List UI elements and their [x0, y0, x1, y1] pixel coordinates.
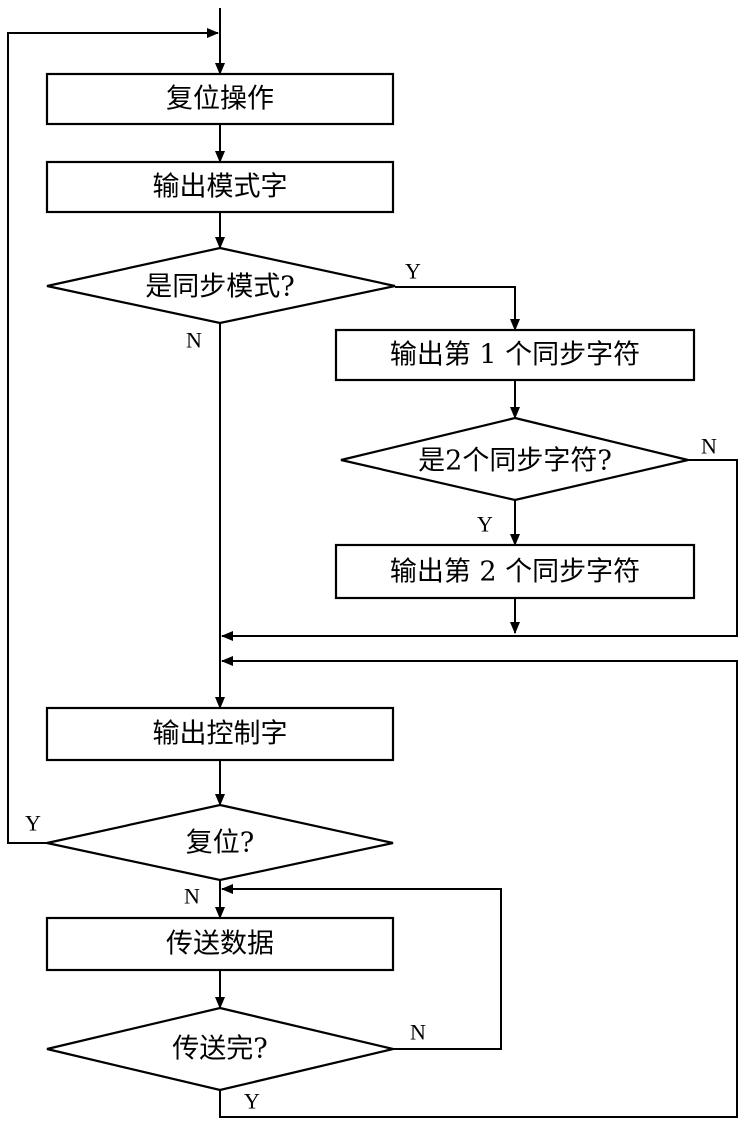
node-output-sync-char-2: 输出第 2 个同步字符: [334, 543, 696, 600]
output-control-word-label: 输出控制字: [153, 719, 288, 750]
label-done-yes: Y: [244, 1089, 260, 1114]
label-two-chars-no: N: [701, 434, 717, 459]
output-sync-char-2-label: 输出第 2 个同步字符: [390, 557, 640, 588]
label-done-no: N: [410, 1020, 426, 1045]
branch-labels: Y N N Y Y N N Y: [25, 259, 717, 1114]
reset-op-label: 复位操作: [166, 84, 274, 115]
is-reset-label: 复位?: [186, 828, 254, 859]
label-sync-no: N: [186, 328, 202, 353]
label-reset-yes: Y: [25, 811, 41, 836]
output-sync-char-1-label: 输出第 1 个同步字符: [390, 340, 640, 371]
is-sync-mode-label: 是同步模式?: [145, 272, 294, 303]
edge-done-yes-loop: [219, 656, 738, 1118]
process-box: [45, 706, 395, 762]
label-sync-yes: Y: [405, 259, 421, 284]
decision-sync-mode: 是同步模式?: [46, 246, 396, 325]
decision-reset: 复位?: [46, 803, 394, 882]
edge-done-no-loop: [221, 884, 502, 1050]
decision-diamond: [340, 416, 689, 502]
decision-two-sync-chars: 是2个同步字符?: [340, 416, 689, 502]
process-box: [45, 916, 395, 972]
edge-sync-yes: [395, 286, 520, 331]
node-output-control-word: 输出控制字: [45, 706, 395, 762]
is-two-sync-chars-label: 是2个同步字符?: [418, 446, 612, 477]
output-mode-word-label: 输出模式字: [153, 172, 288, 203]
edge-two-chars-no: [221, 459, 738, 641]
node-output-sync-char-1: 输出第 1 个同步字符: [334, 328, 696, 382]
label-two-chars-yes: Y: [477, 512, 493, 537]
process-box: [45, 72, 395, 126]
process-box: [334, 328, 696, 382]
process-box: [334, 543, 696, 600]
decision-diamond: [46, 1006, 394, 1092]
decision-diamond: [46, 246, 396, 325]
decision-diamond: [46, 803, 394, 882]
node-output-mode-word: 输出模式字: [45, 160, 395, 214]
decision-transmit-done: 传送完?: [46, 1006, 394, 1092]
label-reset-no: N: [184, 884, 200, 909]
node-transmit-data: 传送数据: [45, 916, 395, 972]
edge-reset-yes-loop: [7, 28, 219, 844]
connectors: [7, 8, 738, 1118]
transmit-data-label: 传送数据: [166, 929, 274, 960]
transmit-done-label: 传送完?: [172, 1034, 267, 1065]
node-reset-op: 复位操作: [45, 72, 395, 126]
process-box: [45, 160, 395, 214]
